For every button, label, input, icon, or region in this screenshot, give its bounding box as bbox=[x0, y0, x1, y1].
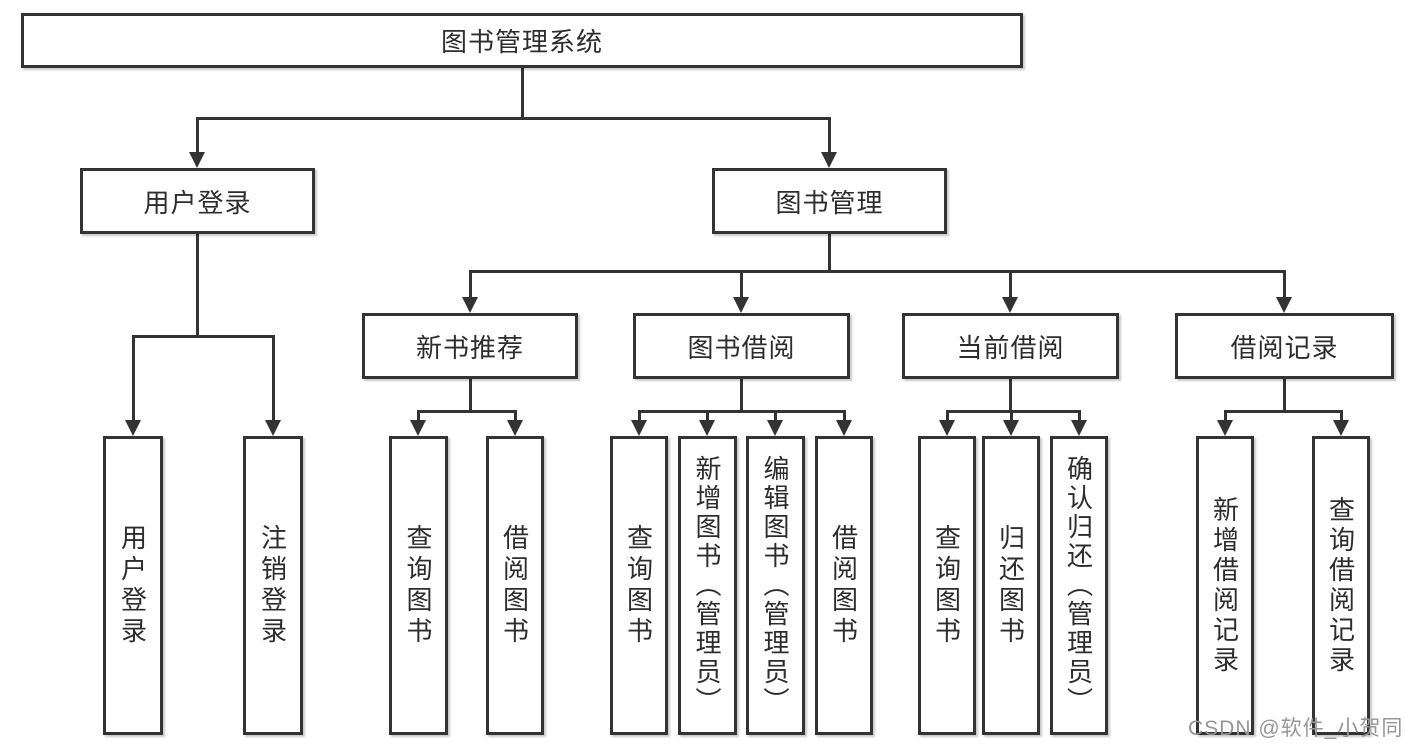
edge-line bbox=[469, 379, 472, 412]
leaf-record-query: 查询借阅记录 bbox=[1312, 436, 1370, 735]
edge-line bbox=[706, 410, 709, 422]
edge-line bbox=[828, 234, 831, 272]
arrow-down bbox=[1003, 420, 1019, 436]
leaf-current-query-books: 查询图书 bbox=[918, 436, 976, 735]
edge-line bbox=[1009, 270, 1012, 299]
arrow-down bbox=[631, 420, 647, 436]
arrow-down bbox=[1333, 420, 1349, 436]
edge-line bbox=[132, 335, 275, 338]
edge-line bbox=[828, 117, 831, 154]
node-library-system: 图书管理系统 bbox=[21, 13, 1023, 68]
leaf-current-return-books: 归还图书 bbox=[982, 436, 1040, 735]
arrow-down bbox=[189, 152, 205, 168]
edge-line bbox=[1340, 410, 1343, 422]
arrow-down bbox=[1217, 420, 1233, 436]
edge-line bbox=[638, 410, 641, 422]
edge-line bbox=[1078, 410, 1081, 422]
edge-line bbox=[946, 410, 949, 422]
edge-line bbox=[1283, 379, 1286, 412]
arrow-down bbox=[507, 420, 523, 436]
leaf-newbook-borrow-books: 借阅图书 bbox=[486, 436, 544, 735]
node-new-book-recommend: 新书推荐 bbox=[362, 313, 578, 379]
edge-line bbox=[196, 234, 199, 337]
leaf-current-confirm-return-admin: 确认归还（管理员） bbox=[1050, 436, 1108, 735]
arrow-down bbox=[462, 297, 478, 313]
edge-line bbox=[272, 335, 275, 422]
edge-line bbox=[469, 270, 1286, 273]
edge-line bbox=[132, 335, 135, 422]
edge-line bbox=[417, 410, 517, 413]
edge-line bbox=[1283, 270, 1286, 299]
edge-line bbox=[740, 379, 743, 412]
arrow-down bbox=[1002, 297, 1018, 313]
arrow-down bbox=[265, 420, 281, 436]
leaf-borrow-add-books-admin: 新增图书（管理员） bbox=[678, 436, 737, 735]
edge-line bbox=[946, 410, 1081, 413]
edge-line bbox=[521, 68, 524, 118]
arrow-down bbox=[767, 420, 783, 436]
node-current-borrow: 当前借阅 bbox=[902, 313, 1119, 379]
arrow-down bbox=[733, 297, 749, 313]
arrow-down bbox=[1071, 420, 1087, 436]
arrow-down bbox=[821, 152, 837, 168]
leaf-record-add: 新增借阅记录 bbox=[1196, 436, 1254, 735]
edge-line bbox=[774, 410, 777, 422]
csdn-watermark: CSDN @软件_小贺同学 bbox=[1188, 717, 1405, 740]
leaf-logout: 注销登录 bbox=[243, 436, 303, 735]
node-user-login: 用户登录 bbox=[80, 168, 315, 234]
arrow-down bbox=[410, 420, 426, 436]
leaf-borrow-edit-books-admin: 编辑图书（管理员） bbox=[746, 436, 805, 735]
arrow-down bbox=[1276, 297, 1292, 313]
arrow-down bbox=[836, 420, 852, 436]
node-book-management: 图书管理 bbox=[712, 168, 947, 234]
edge-line bbox=[196, 117, 831, 120]
node-book-borrow: 图书借阅 bbox=[633, 313, 850, 379]
edge-line bbox=[1224, 410, 1343, 413]
leaf-newbook-query-books: 查询图书 bbox=[389, 436, 448, 735]
edge-line bbox=[196, 117, 199, 154]
edge-line bbox=[514, 410, 517, 422]
leaf-user-login: 用户登录 bbox=[103, 436, 163, 735]
edge-line bbox=[469, 270, 472, 299]
arrow-down bbox=[939, 420, 955, 436]
arrow-down bbox=[699, 420, 715, 436]
edge-line bbox=[843, 410, 846, 422]
edge-line bbox=[1009, 379, 1012, 412]
arrow-down bbox=[125, 420, 141, 436]
edge-line bbox=[1224, 410, 1227, 422]
leaf-borrow-query-books: 查询图书 bbox=[610, 436, 668, 735]
edge-line bbox=[638, 410, 846, 413]
node-borrow-records: 借阅记录 bbox=[1175, 313, 1394, 379]
leaf-borrow-borrow-books: 借阅图书 bbox=[815, 436, 873, 735]
edge-line bbox=[417, 410, 420, 422]
edge-line bbox=[1010, 410, 1013, 422]
edge-line bbox=[740, 270, 743, 299]
